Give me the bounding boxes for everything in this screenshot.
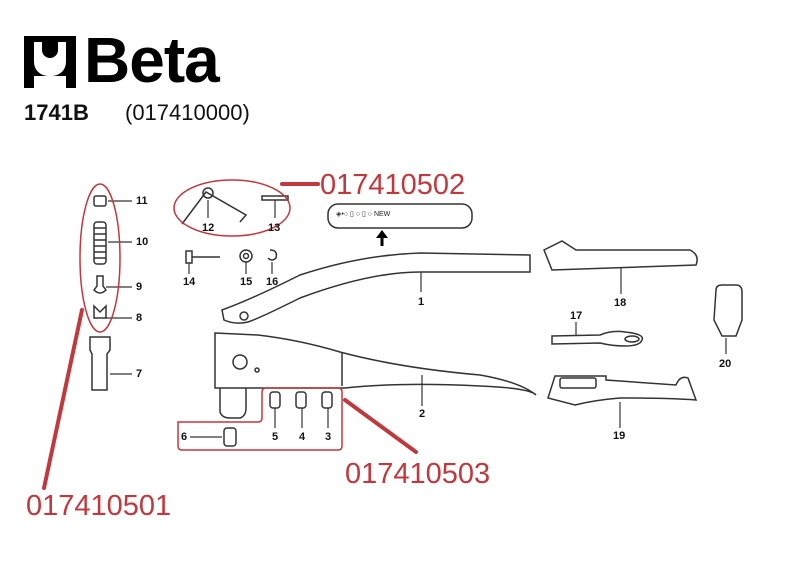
part-label-10: 10 xyxy=(136,236,149,248)
part-label-13: 13 xyxy=(268,222,281,234)
part-label-20: 20 xyxy=(719,358,732,370)
part-label-8: 8 xyxy=(136,312,143,324)
part-label-2: 2 xyxy=(419,408,426,420)
model-number: 1741B xyxy=(24,100,89,125)
part-label-9: 9 xyxy=(136,281,143,293)
callout-outlines xyxy=(79,179,343,451)
part-label-11: 11 xyxy=(136,195,148,207)
part-label-12: 12 xyxy=(202,222,215,234)
part-label-5: 5 xyxy=(272,431,279,443)
part-label-14: 14 xyxy=(183,276,196,288)
callout-label-017410502: 017410502 xyxy=(320,169,466,201)
part-label-4: 4 xyxy=(299,431,306,443)
part-label-17: 17 xyxy=(570,310,583,322)
part-label-18: 18 xyxy=(614,297,627,309)
part-label-3: 3 xyxy=(325,431,332,443)
beta-logo-icon xyxy=(24,36,76,88)
part-label-19: 19 xyxy=(613,430,626,442)
part-label-16: 16 xyxy=(266,276,279,288)
callout-label-017410501: 017410501 xyxy=(26,490,172,522)
sticker-plate: ◈•○ ▯ ○ ▯ ○ NEW xyxy=(336,211,391,218)
part-label-1: 1 xyxy=(418,296,425,308)
callout-label-017410503: 017410503 xyxy=(345,458,491,490)
part-label-7: 7 xyxy=(136,368,143,380)
part-label-6: 6 xyxy=(181,431,188,443)
brand-name: Beta xyxy=(84,24,220,96)
model-code: (017410000) xyxy=(125,100,250,125)
part-label-15: 15 xyxy=(240,276,253,288)
